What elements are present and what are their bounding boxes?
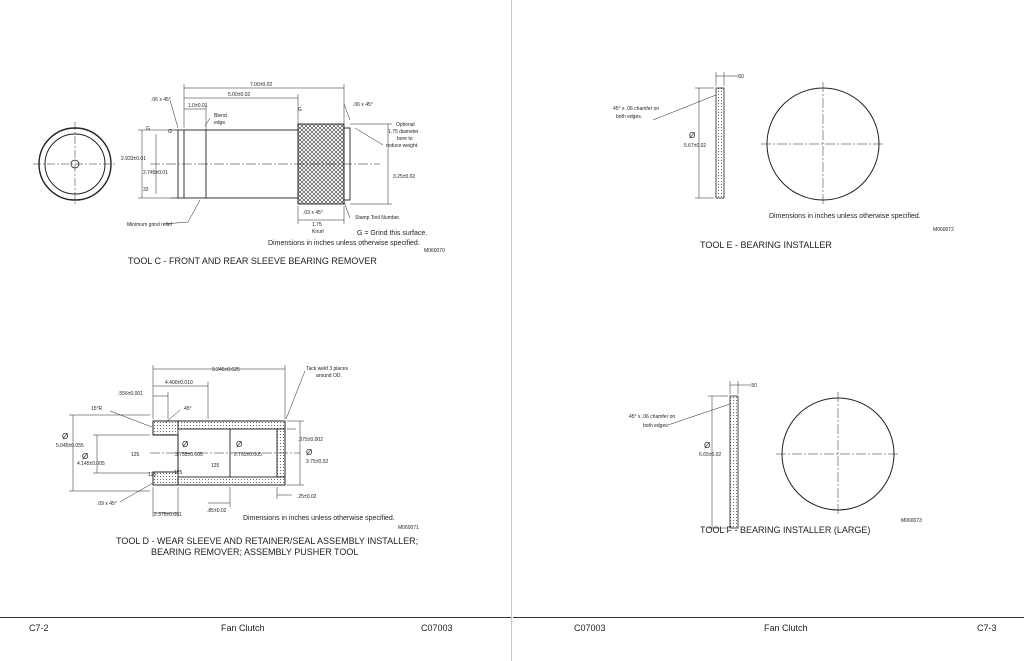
tool-e-chamfer-2: both edges. — [616, 114, 642, 120]
tool-e-side-view — [715, 87, 725, 199]
tool-c-end-view — [33, 122, 117, 206]
tool-c-side-view — [150, 123, 380, 205]
tool-f-caption: TOOL F - BEARING INSTALLER (LARGE) — [700, 525, 871, 535]
tool-d-wall-right: .375±0.002 — [298, 437, 323, 443]
tool-d-dim-outer: 5.045±0.055 — [56, 443, 84, 449]
tool-d-tack-2: around OD. — [316, 373, 342, 379]
tool-d-tack-1: Tack weld 3 places — [306, 366, 348, 372]
tool-c-grind-mark-2: G — [168, 129, 172, 135]
tool-c-grind-mark-3: G — [298, 107, 302, 113]
tool-d-dia-symbol-5: Ø — [306, 448, 312, 457]
tool-d-angle: 45° — [184, 406, 192, 412]
tool-e-dia-symbol: Ø — [689, 131, 695, 140]
tool-d-bottom-3: .25±0.02 — [297, 494, 317, 500]
tool-d-dia-symbol-1: Ø — [62, 432, 68, 441]
tool-c-blend-2: edge. — [214, 120, 227, 126]
right-footer-page: C7-3 — [977, 623, 997, 633]
tool-c-knurl-word: Knurl — [312, 229, 324, 235]
tool-c-fig-id: M060070 — [424, 248, 445, 254]
tool-f-chamfer-2: both edges. — [643, 423, 669, 429]
tool-c-optional-2: 1.75 diameter — [388, 129, 419, 135]
page-divider — [511, 0, 512, 661]
tool-f-side-view — [729, 395, 739, 529]
tool-d-dim-4: 2.765±0.005 — [234, 452, 262, 458]
tool-d-dim-2: 4.145±0.005 — [77, 461, 105, 467]
tool-c-chamfer-left: .06 x 45° — [151, 97, 171, 103]
tool-c-dim-knurl: 3.25±0.02 — [393, 174, 415, 180]
tool-c-dim-step: 5.00±0.02 — [228, 92, 250, 98]
tool-e-fig-id: M060072 — [933, 227, 954, 233]
right-footer-doc: C07003 — [574, 623, 606, 633]
tool-c-dim-overall: 7.00±0.02 — [250, 82, 272, 88]
tool-d-r125a: 125 — [131, 452, 140, 458]
tool-d-dim-step: 4.400±0.010 — [165, 380, 193, 386]
tool-c-drawing: 7.00±0.02 5.00±0.02 .06 x 45° .06 x 45° … — [33, 82, 445, 254]
tool-c-caption: TOOL C - FRONT AND REAR SLEEVE BEARING R… — [128, 256, 377, 266]
tool-d-dim-5: 3.75±0.02 — [306, 459, 328, 465]
tool-c-knurl-len: 1.75 — [312, 222, 322, 228]
left-footer-title: Fan Clutch — [221, 623, 265, 633]
tool-e-caption: TOOL E - BEARING INSTALLER — [700, 240, 832, 250]
tool-d-bottom-1: 2.375±0.001 — [154, 512, 182, 518]
tool-f-face-view — [776, 392, 900, 516]
right-footer-title: Fan Clutch — [764, 623, 808, 633]
tool-c-grind-mark-1: G — [146, 126, 150, 132]
tool-c-optional-1: Optional — [396, 122, 415, 128]
tool-d-dia-symbol-2: Ø — [82, 452, 88, 461]
tool-e-diameter: 5.67±0.02 — [684, 143, 706, 149]
tool-d-caption-1: TOOL D - WEAR SLEEVE AND RETAINER/SEAL A… — [116, 536, 419, 546]
tool-c-finish: 32 — [143, 187, 149, 193]
tool-d-dim-overall: 9.245±0.025 — [212, 367, 240, 373]
tool-d-radius: 15°R — [91, 406, 103, 412]
tool-d-dim-3: 3.755±0.005 — [175, 452, 203, 458]
right-page: .50 45° x .06 chamfer on both edges. 5.6… — [513, 0, 1024, 661]
tool-d-r125c: 125 — [174, 470, 183, 476]
tool-f-drawing: .50 45° x .06 chamfer on both edges. 6.6… — [629, 381, 922, 529]
tool-c-dim-outer: 2.933±0.01 — [121, 156, 146, 162]
tool-c-grind-note: G = Grind this surface. — [357, 230, 427, 237]
tool-d-chamfer: .09 x 45° — [97, 501, 117, 507]
tool-f-chamfer-1: 45° x .06 chamfer on — [629, 414, 675, 420]
tool-d-r125d: 125 — [211, 463, 220, 469]
tool-c-blend-1: Blend — [214, 113, 227, 119]
tool-c-optional-4: reduce weight. — [386, 143, 419, 149]
tool-c-dimensions-note: Dimensions in inches unless otherwise sp… — [268, 240, 420, 247]
tool-d-dia-symbol-3: Ø — [182, 440, 188, 449]
tool-f-thickness: .50 — [750, 383, 757, 389]
tool-d-bottom-2: .85±0.02 — [207, 508, 227, 514]
tool-f-diameter: 6.65±0.02 — [699, 452, 721, 458]
tool-d-r125b: 125 — [148, 472, 157, 478]
tool-e-thickness: .50 — [737, 74, 744, 80]
tool-c-dim-shoulder: 1.0±0.01 — [188, 103, 208, 109]
left-footer-rule — [0, 617, 511, 618]
left-page: 7.00±0.02 5.00±0.02 .06 x 45° .06 x 45° … — [0, 0, 511, 661]
tool-e-chamfer-1: 45° x .06 chamfer on — [613, 106, 659, 112]
tool-c-optional-3: bore to — [397, 136, 413, 142]
tool-c-chamfer-right: .06 x 45° — [353, 102, 373, 108]
tool-f-dia-symbol: Ø — [704, 441, 710, 450]
right-footer-rule — [513, 617, 1024, 618]
tool-c-grind-relief: Minimum grind relief — [127, 222, 173, 228]
tool-e-face-view — [761, 82, 885, 206]
tool-d-dia-symbol-4: Ø — [236, 440, 242, 449]
tool-f-fig-id: M060073 — [901, 518, 922, 524]
tool-c-knurl-chamfer: .03 x 45° — [303, 210, 323, 216]
tool-c-dim-inner: 2.745±0.01 — [143, 170, 168, 176]
tool-d-dim-lip: .556±0.001 — [118, 391, 143, 397]
left-footer-doc: C07003 — [421, 623, 453, 633]
tool-e-drawing: .50 45° x .06 chamfer on both edges. 5.6… — [613, 72, 954, 233]
tool-d-dimensions-note: Dimensions in inches unless otherwise sp… — [243, 515, 395, 522]
tool-c-stamp: Stamp Tool Number. — [355, 215, 400, 221]
tool-d-drawing: 9.245±0.025 4.400±0.010 .556±0.001 15°R … — [56, 365, 419, 531]
left-footer-page: C7-2 — [29, 623, 49, 633]
tool-e-dimensions-note: Dimensions in inches unless otherwise sp… — [769, 213, 921, 220]
tool-d-caption-2: BEARING REMOVER; ASSEMBLY PUSHER TOOL — [151, 547, 359, 557]
tool-d-fig-id: M060071 — [398, 525, 419, 531]
